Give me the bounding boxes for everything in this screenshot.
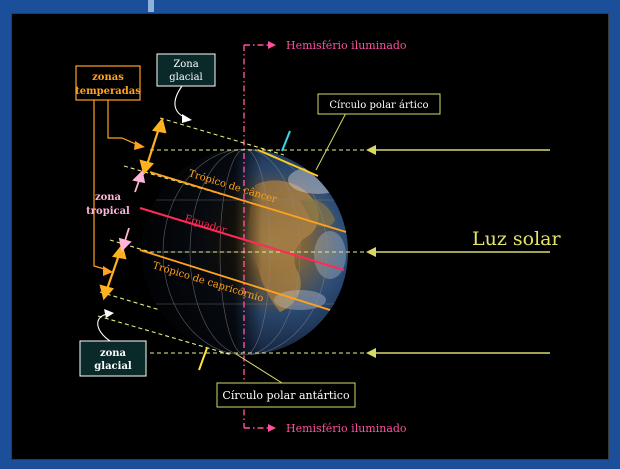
glacial-zone-bottom-box [79,340,147,377]
sunlight-dashed-lines [150,149,380,354]
circle-leader-lines [235,112,347,384]
sunlight-label: Luz solar [472,228,561,250]
glacial-arrow-bottom [104,309,114,318]
illuminated-hemisphere-top: Hemisfério iluminado [286,39,407,52]
temperate-zones-box [75,65,141,101]
axis-south-icon [198,347,208,371]
sunlight-arrowheads [366,145,376,358]
glacial-zone-bottom-label-2: glacial [94,361,132,372]
glacial-arrow-top [182,114,192,123]
temperate-zones-label-1: zonas [92,72,124,83]
glacial-zone-top-label-2: glacial [169,72,203,83]
glacial-zone-bottom-label-1: zona [100,348,127,359]
sunlight-rays [372,149,550,354]
glacial-zone-top-label-1: Zona [173,59,198,70]
tropic-of-capricorn-line [139,249,331,311]
arctic-circle-line [257,149,319,177]
tropic-of-cancer-line [149,171,347,233]
temperate-leader-lines [93,100,139,271]
temperate-zones-label-2: temperadas [75,86,141,97]
antarctic-circle-label: Círculo polar antártico [222,389,350,402]
antarctic-circle-box [216,382,356,408]
tropical-zone-label-1: zona [95,192,122,203]
equator-line [139,207,345,271]
tropical-zone-arrows [118,170,146,252]
axis-north-icon [281,130,291,152]
leader-arrow-1 [134,141,145,150]
arrow-head-top [268,41,276,49]
terminator-line [243,44,270,429]
leader-arrow-2 [103,266,113,276]
arrow-head-bottom [268,424,276,432]
top-accent-bar [148,0,154,12]
tropical-zone-label-2: tropical [86,206,130,217]
illuminated-hemisphere-bottom: Hemisfério iluminado [286,422,407,435]
arctic-circle-box [317,93,441,115]
glacial-zone-top-box [156,53,216,87]
arctic-circle-label: Círculo polar ártico [329,100,428,111]
temperate-zone-arrows [99,117,167,301]
